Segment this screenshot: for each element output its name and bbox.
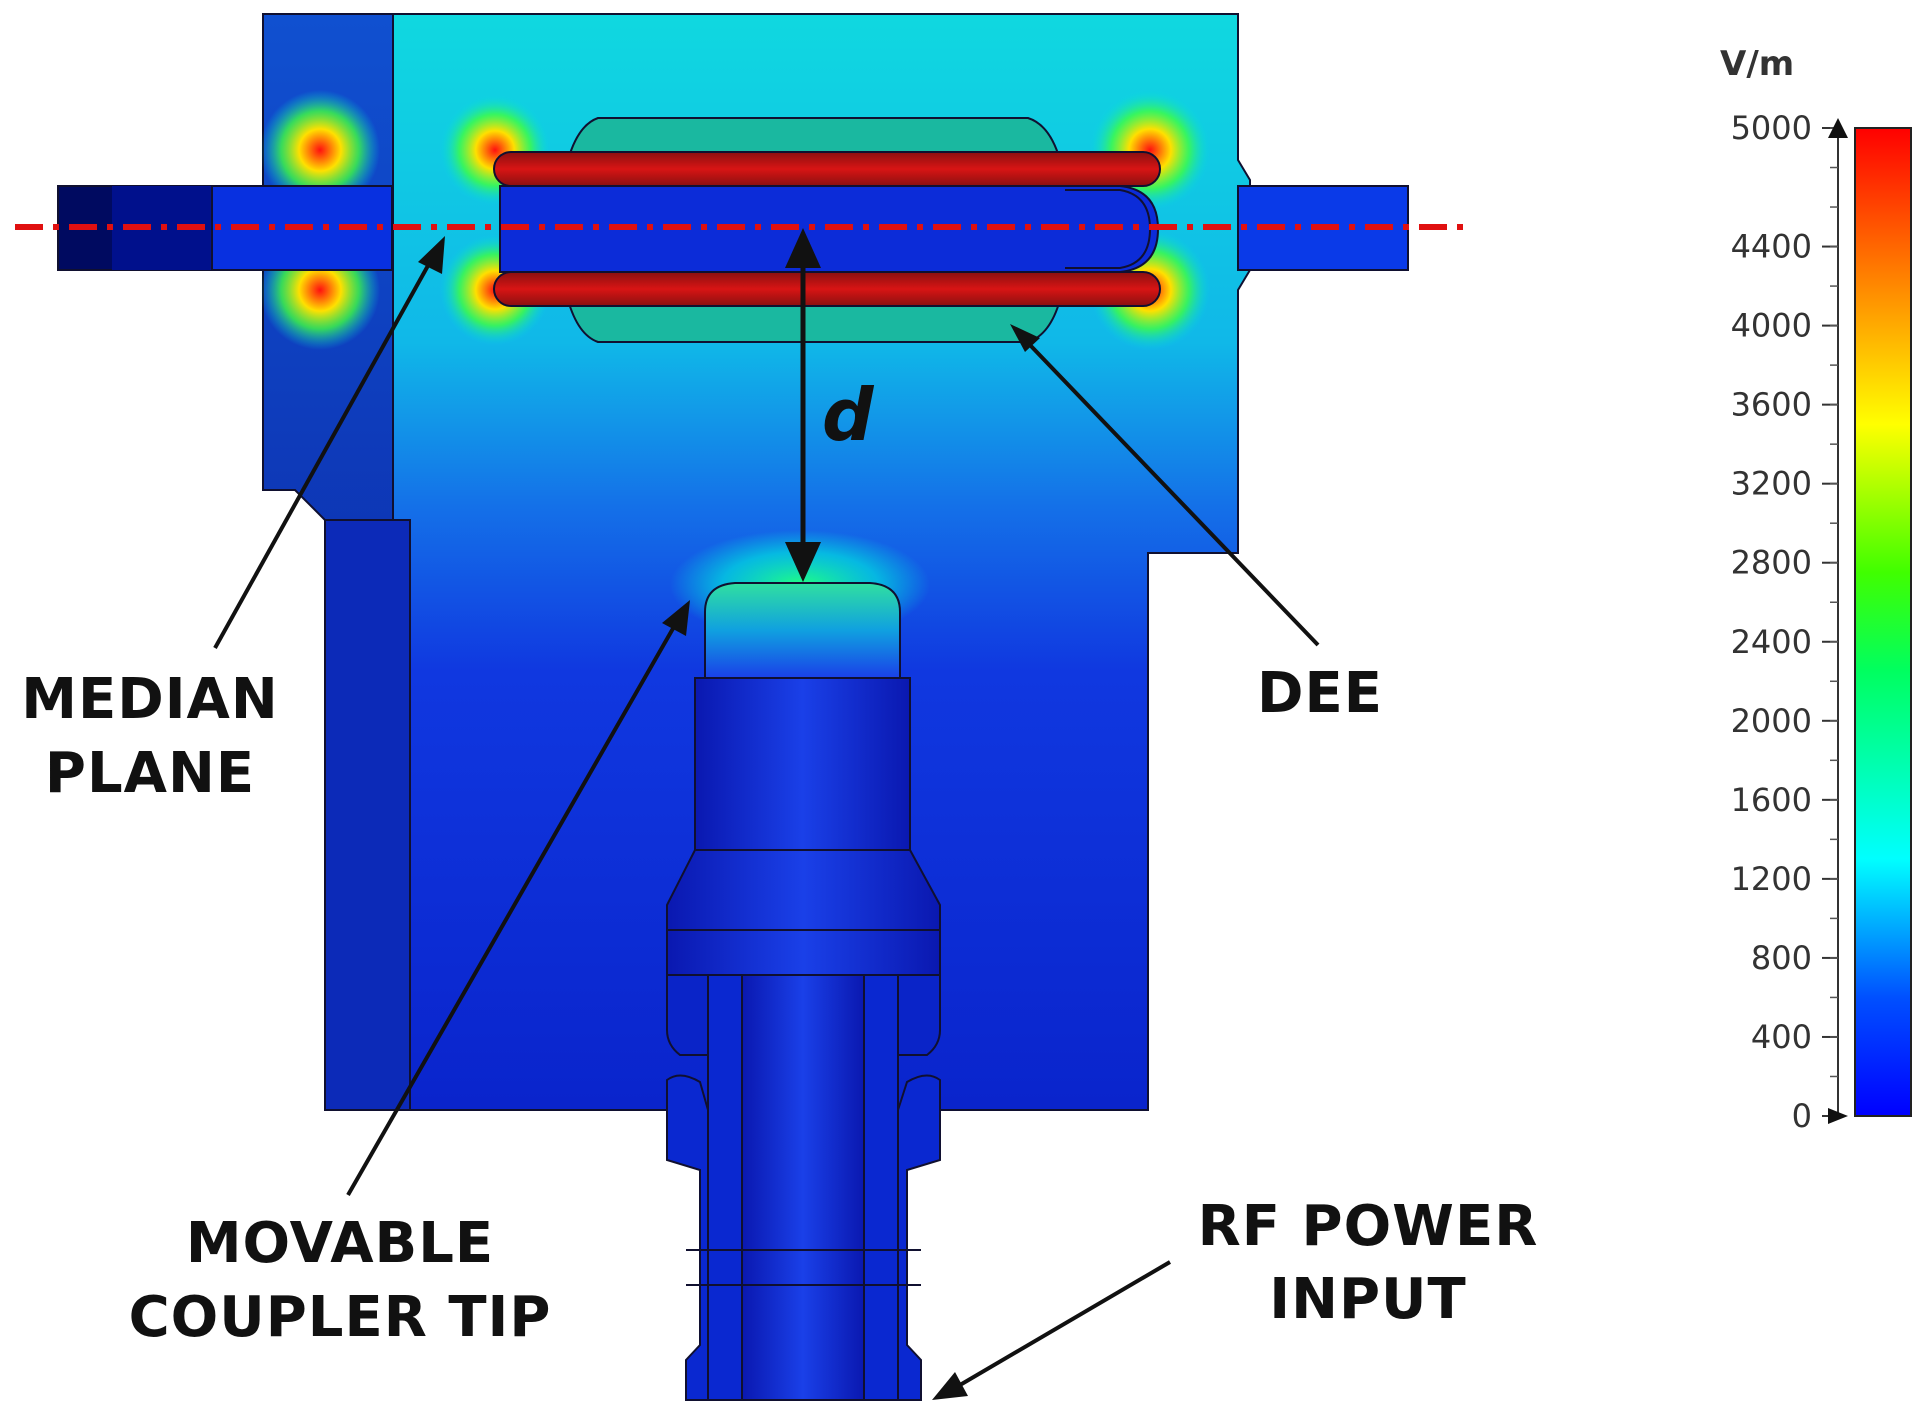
inner-conductor-left-slot (707, 974, 743, 1401)
dee-arrowhead (1010, 324, 1040, 352)
colorbar-tick-label: 1600 (1731, 781, 1812, 819)
colorbar-unit: V/m (1720, 44, 1794, 84)
colorbar-gradient (1854, 127, 1912, 1117)
colorbar-tick-label: 2800 (1731, 544, 1812, 582)
inner-conductor-right-slot (863, 974, 899, 1401)
coupler-leg-left (666, 974, 709, 1056)
colorbar-max-marker (1828, 118, 1848, 138)
gap-arrow-head-top (785, 228, 821, 268)
coupler-tip-arrowhead (662, 600, 690, 636)
outer-coax (666, 1074, 709, 1401)
coupler-tip (704, 582, 901, 679)
colorbar-tick-label: 2400 (1731, 623, 1812, 661)
inner-conductor (741, 974, 865, 1401)
median-plane-label-2: PLANE (45, 741, 255, 806)
colorbar-tick-label: 4400 (1731, 228, 1812, 266)
dee-label: DEE (1257, 661, 1383, 726)
coupler-body-upper (694, 677, 911, 851)
coupler-tip-label-1: MOVABLE (186, 1211, 494, 1276)
median-plane-label-1: MEDIAN (21, 667, 279, 732)
hot-spot-left-top (260, 90, 380, 210)
dee-upper-bar (493, 151, 1161, 187)
colorbar-tick-label: 5000 (1731, 109, 1812, 147)
coupler-flare (666, 849, 941, 976)
median-plane-arrow (213, 261, 432, 649)
colorbar-tick-label: 1200 (1731, 860, 1812, 898)
colorbar-tick-label: 2000 (1731, 702, 1812, 740)
colorbar-min-marker (1828, 1108, 1848, 1124)
dee-lower-bar (493, 271, 1161, 307)
median-plane-arrowhead (418, 236, 445, 274)
colorbar: V/m 500044004000360032002800240020001600… (1720, 44, 1912, 1135)
colorbar-tick-label: 800 (1751, 939, 1812, 977)
colorbar-tick-label: 3600 (1731, 386, 1812, 424)
coupler-tip-label-2: COUPLER TIP (129, 1285, 552, 1350)
colorbar-ticks: 5000440040003600320028002400200016001200… (1731, 109, 1838, 1135)
gap-distance-label: d (822, 373, 875, 457)
colorbar-tick-label: 400 (1751, 1018, 1812, 1056)
coupler-tip-arrow (346, 624, 677, 1196)
gap-arrow-head-bottom (785, 542, 821, 582)
colorbar-tick-label: 4000 (1731, 307, 1812, 345)
rf-input-label-2: INPUT (1269, 1267, 1466, 1332)
rf-input-arrow (958, 1260, 1172, 1387)
dee-arrow (1028, 343, 1320, 647)
left-inner-column (324, 519, 411, 1111)
rf-input-label-1: RF POWER (1198, 1194, 1539, 1259)
coupler-leg-right (896, 974, 941, 1056)
colorbar-tick-label: 0 (1792, 1097, 1812, 1135)
colorbar-tick-label: 3200 (1731, 465, 1812, 503)
outer-coax-right (897, 1074, 941, 1401)
rf-input-arrowhead (932, 1372, 968, 1400)
